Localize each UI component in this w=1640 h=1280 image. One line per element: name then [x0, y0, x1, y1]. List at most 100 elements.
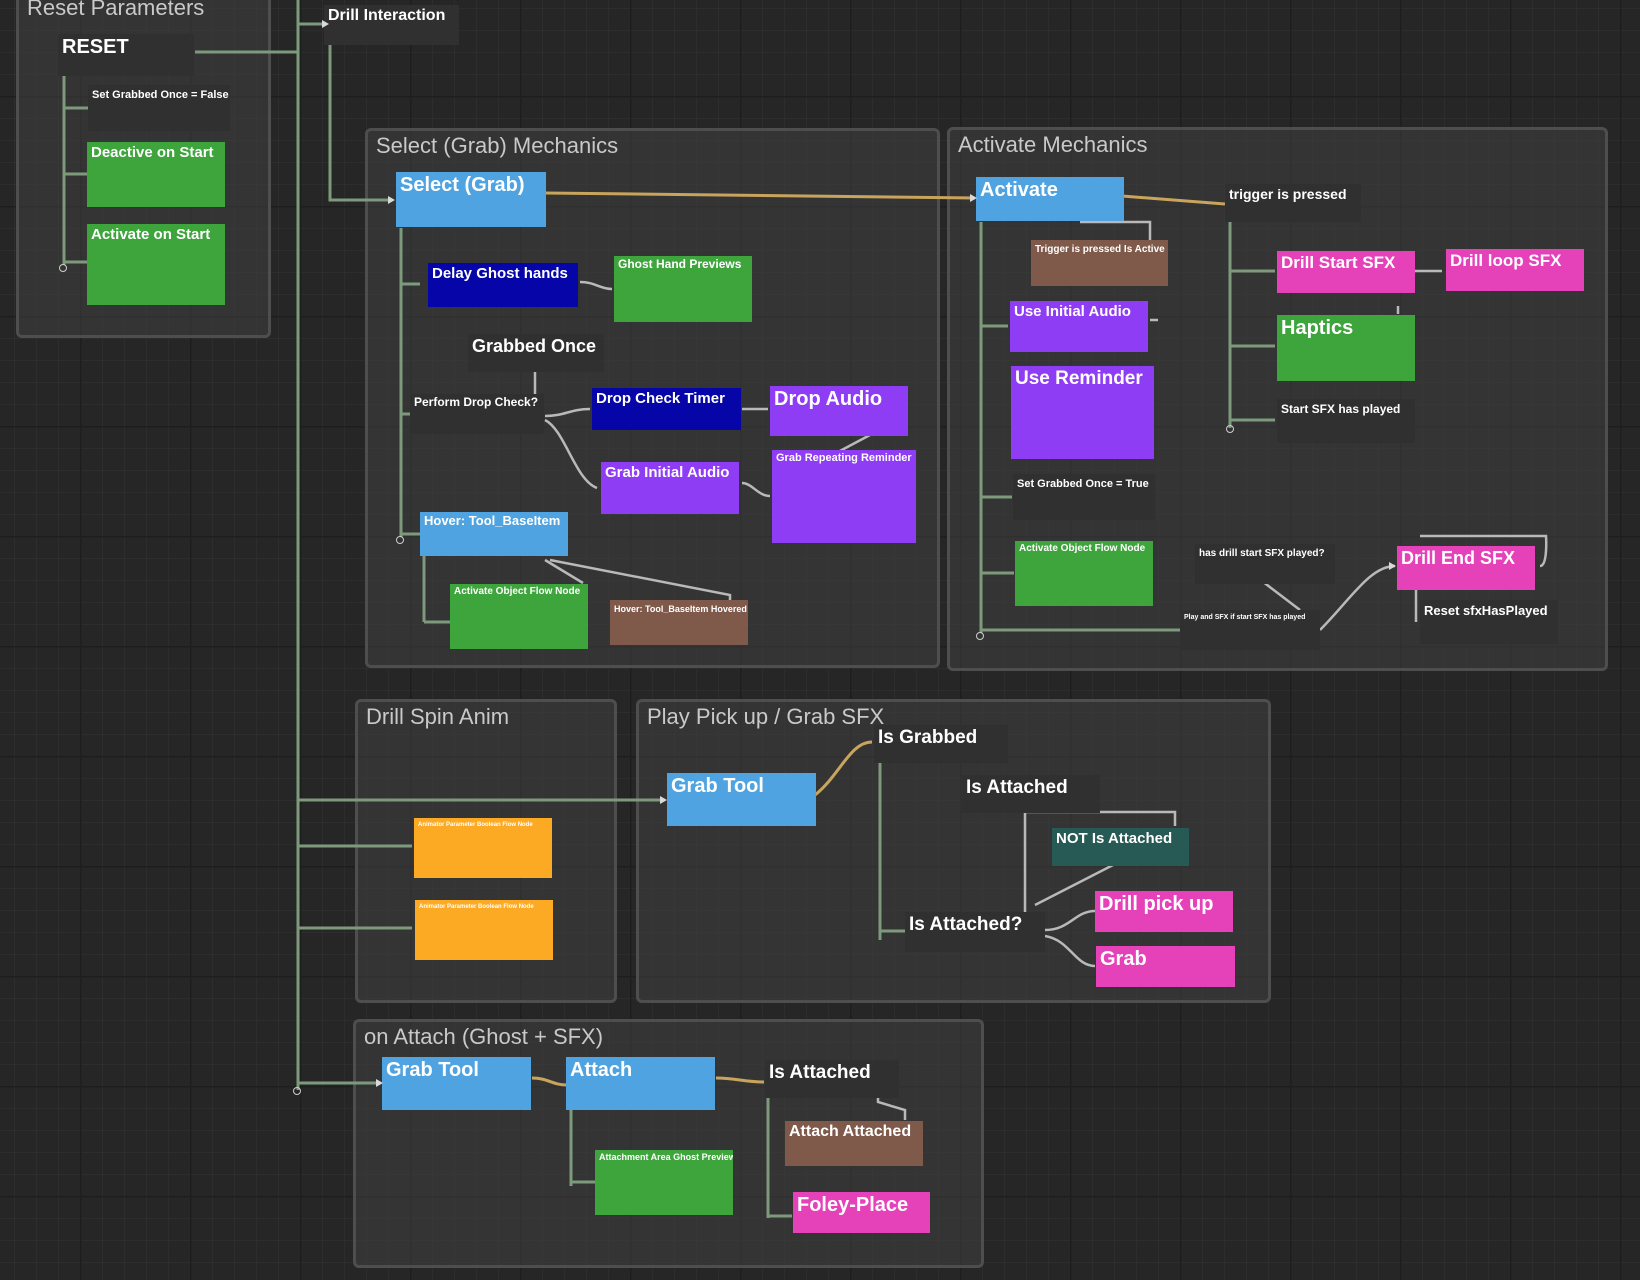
node-use-reminder[interactable]: Use Reminder: [1011, 366, 1154, 459]
node-grab[interactable]: Grab: [1096, 946, 1235, 987]
node-animator-parameter-2[interactable]: Animator Parameter Boolean Flow Node: [415, 900, 553, 960]
node-haptics[interactable]: Haptics: [1277, 315, 1415, 381]
group-title: on Attach (Ghost + SFX): [364, 1024, 604, 1049]
group-title: Select (Grab) Mechanics: [376, 133, 619, 158]
node-label: Is Attached?: [909, 914, 1023, 935]
node-set-grabbed-once-true[interactable]: Set Grabbed Once = True: [1013, 474, 1155, 520]
group-title: Activate Mechanics: [958, 132, 1148, 157]
node-animator-parameter-1[interactable]: Animator Parameter Boolean Flow Node: [414, 818, 552, 878]
node-label: Trigger is pressed Is Active: [1035, 244, 1165, 255]
node-delay-ghost-hands[interactable]: Delay Ghost hands: [428, 263, 578, 307]
node-label: Use Initial Audio: [1014, 303, 1131, 320]
input-port-icon[interactable]: [388, 196, 395, 204]
node-is-attached-2[interactable]: Is Attached: [765, 1060, 899, 1098]
node-use-initial-audio[interactable]: Use Initial Audio: [1010, 301, 1148, 352]
input-port-icon[interactable]: [660, 796, 667, 804]
node-hover-tool-baseitem[interactable]: Hover: Tool_BaseItem: [420, 512, 568, 556]
node-activate[interactable]: Activate: [976, 177, 1124, 221]
flow-wire-select-branch: [399, 228, 420, 537]
node-label: Deactive on Start: [91, 144, 214, 161]
flow-wire-activate-branch: [979, 222, 1180, 633]
node-reset-sfx-has-played[interactable]: Reset sfxHasPlayed: [1420, 600, 1558, 644]
node-grab-tool-1[interactable]: Grab Tool: [667, 773, 816, 826]
node-label: Is Grabbed: [878, 727, 978, 748]
node-label: Reset sfxHasPlayed: [1424, 603, 1548, 618]
node-select-grab[interactable]: Select (Grab): [396, 172, 546, 227]
node-deactive-on-start[interactable]: Deactive on Start: [87, 142, 225, 207]
input-port-icon[interactable]: [970, 194, 977, 202]
node-label: Set Grabbed Once = False: [92, 89, 229, 101]
node-drill-end-sfx[interactable]: Drill End SFX: [1397, 546, 1535, 590]
node-label: Play and SFX if start SFX has played: [1184, 614, 1306, 621]
value-wire-select-to-activate: [544, 191, 976, 200]
node-drill-pick-up[interactable]: Drill pick up: [1095, 891, 1233, 932]
node-grab-initial-audio[interactable]: Grab Initial Audio: [601, 462, 739, 514]
node-label: Use Reminder: [1015, 368, 1143, 389]
node-label: trigger is pressed: [1229, 186, 1347, 202]
flow-wire-is-attached-branch: [766, 1095, 792, 1218]
wire-hover-to-hovered: [549, 558, 732, 600]
node-label: has drill start SFX played?: [1199, 548, 1325, 559]
flow-pin-icon[interactable]: [293, 1087, 301, 1095]
value-wire-grab-tool-is-grabbed: [814, 740, 873, 797]
input-port-icon[interactable]: [1389, 562, 1396, 570]
wire-play-to-end: [1319, 564, 1396, 631]
node-ghost-hand-previews[interactable]: Ghost Hand Previews: [614, 256, 752, 322]
flow-pin-icon[interactable]: [59, 264, 67, 272]
node-activate-object-flow-2[interactable]: Activate Object Flow Node: [1015, 541, 1153, 606]
flow-pin-icon[interactable]: [1226, 425, 1234, 433]
input-port-icon[interactable]: [376, 1079, 383, 1087]
node-drill-interaction[interactable]: Drill Interaction: [324, 5, 459, 45]
node-activate-object-flow-1[interactable]: Activate Object Flow Node: [450, 584, 588, 649]
node-drop-check-timer[interactable]: Drop Check Timer: [592, 388, 741, 430]
flow-wire-to-select: [328, 44, 392, 202]
node-label: Drop Audio: [774, 388, 883, 410]
node-label: Animator Parameter Boolean Flow Node: [419, 904, 534, 910]
node-attach-attached[interactable]: Attach Attached: [785, 1121, 923, 1166]
node-hover-baseitem-hovered[interactable]: Hover: Tool_BaseItem Hovered: [610, 600, 748, 645]
flow-pin-icon[interactable]: [976, 632, 984, 640]
group-title: Reset Parameters: [27, 0, 205, 20]
node-trigger-is-pressed-active[interactable]: Trigger is pressed Is Active: [1031, 240, 1168, 286]
wire-delay-to-ghost: [579, 280, 613, 291]
node-label: Grab Repeating Reminder: [776, 452, 912, 464]
wire-is-attached-to-not: [1025, 810, 1177, 826]
node-not-is-attached[interactable]: NOT Is Attached: [1052, 828, 1189, 866]
node-grab-tool-2[interactable]: Grab Tool: [382, 1057, 531, 1110]
node-grab-repeating-reminder[interactable]: Grab Repeating Reminder: [772, 450, 916, 543]
node-drop-audio[interactable]: Drop Audio: [770, 386, 908, 436]
wire-end-loop: [1420, 534, 1548, 568]
node-set-grabbed-once-false[interactable]: Set Grabbed Once = False: [88, 85, 230, 131]
input-port-icon[interactable]: [322, 20, 329, 28]
node-label: Is Attached: [966, 777, 1068, 798]
node-has-drill-start-played[interactable]: has drill start SFX played?: [1195, 544, 1335, 584]
node-foley-place[interactable]: Foley-Place: [793, 1192, 930, 1233]
node-drill-start-sfx[interactable]: Drill Start SFX: [1277, 251, 1415, 293]
node-start-sfx-has-played[interactable]: Start SFX has played: [1277, 399, 1415, 443]
node-play-and-sfx[interactable]: Play and SFX if start SFX has played: [1180, 610, 1320, 650]
wire-activate-to-trigger-active: [1080, 220, 1152, 240]
node-attachment-area-ghost-preview[interactable]: Attachment Area Ghost Preview: [595, 1150, 733, 1215]
node-is-attached-1[interactable]: Is Attached: [962, 775, 1100, 813]
node-is-grabbed[interactable]: Is Grabbed: [874, 725, 1008, 763]
node-label: Drill loop SFX: [1450, 251, 1562, 270]
node-activate-on-start[interactable]: Activate on Start: [87, 224, 225, 305]
node-grabbed-once[interactable]: Grabbed Once: [468, 334, 604, 372]
node-label: Haptics: [1281, 317, 1354, 339]
wire-drop-to-timer: [544, 407, 591, 418]
flow-pin-icon[interactable]: [396, 536, 404, 544]
node-trigger-is-pressed[interactable]: trigger is pressed: [1225, 184, 1361, 222]
node-label: Is Attached: [769, 1062, 871, 1083]
flow-wire-reset-branch: [62, 75, 88, 265]
node-label: Drill Start SFX: [1281, 253, 1396, 272]
node-perform-drop-check[interactable]: Perform Drop Check?: [410, 394, 544, 434]
wire-not-to-q: [1034, 862, 1116, 907]
flow-wire-trigger-branch: [1228, 222, 1275, 428]
node-is-attached-question[interactable]: Is Attached?: [905, 912, 1045, 952]
node-label: Attach: [570, 1059, 633, 1081]
node-drill-loop-sfx[interactable]: Drill loop SFX: [1446, 249, 1584, 291]
value-wire-grab-tool-attach: [531, 1076, 568, 1087]
group-title: Drill Spin Anim: [366, 704, 510, 729]
node-reset[interactable]: RESET: [58, 34, 194, 76]
node-attach[interactable]: Attach: [566, 1057, 715, 1110]
